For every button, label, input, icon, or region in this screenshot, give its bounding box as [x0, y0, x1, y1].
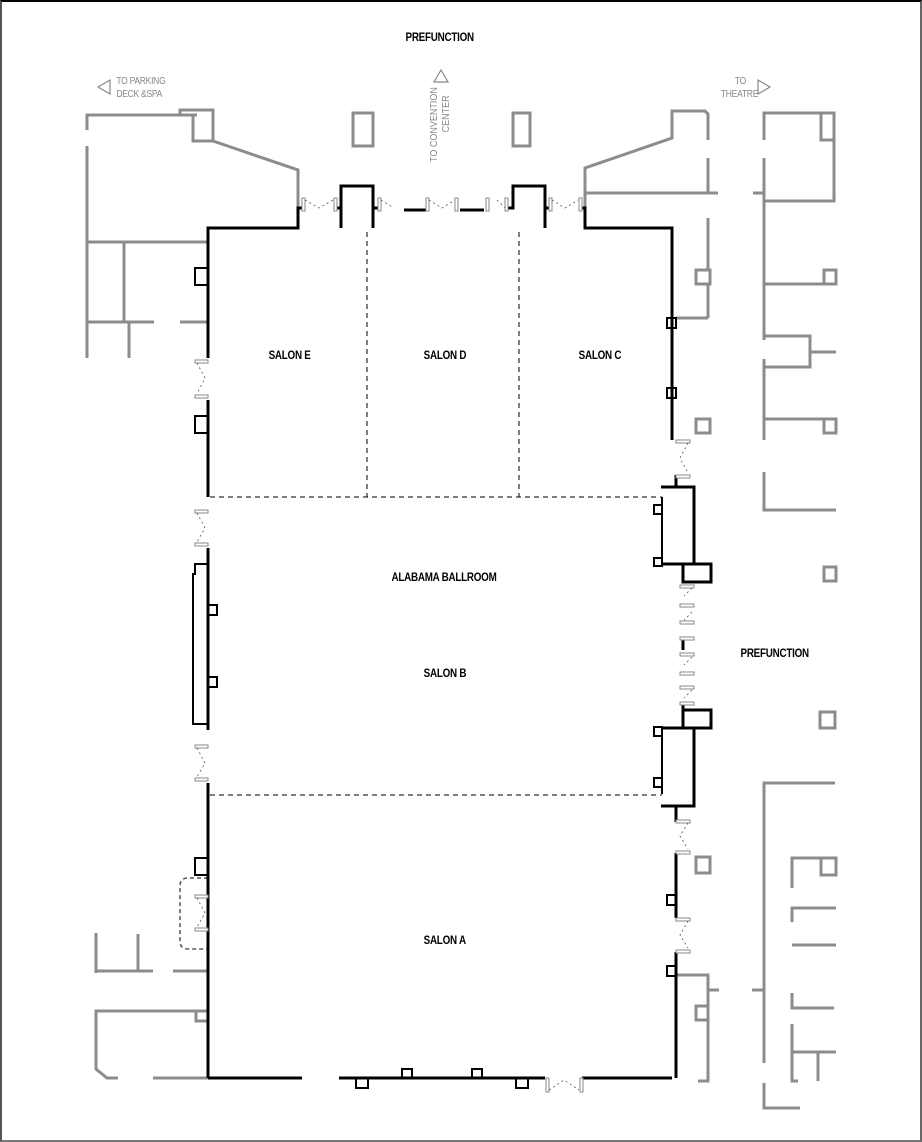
to-parking-line1: TO PARKING — [116, 76, 166, 87]
to-parking-line2: DECK &SPA — [116, 89, 163, 100]
to-theatre-label[interactable]: TO THEATRE — [720, 75, 759, 101]
right-upper-building — [583, 109, 838, 730]
to-parking-label[interactable]: TO PARKING DECK &SPA — [116, 75, 165, 101]
right-lower-building — [676, 781, 838, 1110]
left-arrow-icon — [96, 78, 111, 96]
to-convention-line1: TO CONVENTION — [429, 87, 440, 162]
prefunction-top-label: PREFUNCTION — [405, 30, 475, 44]
prefunction-right-label: PREFUNCTION — [740, 646, 810, 660]
pillar-left — [351, 111, 375, 148]
airwall-partitions — [210, 232, 662, 796]
salon-a-label: SALON A — [423, 933, 466, 947]
left-lower-building — [94, 877, 208, 1080]
to-convention-line2: CENTER — [441, 95, 452, 133]
doors[interactable] — [194, 197, 695, 1093]
ballroom-walls — [192, 184, 713, 1089]
to-theatre-line1: TO — [734, 76, 746, 87]
salon-e-label: SALON E — [268, 348, 311, 362]
left-upper-building — [85, 108, 300, 358]
pillar-right — [511, 111, 532, 148]
to-theatre-line2: THEATRE — [720, 89, 759, 100]
salon-c-label: SALON C — [578, 348, 622, 362]
right-arrow-icon — [757, 78, 772, 96]
up-arrow-icon — [432, 68, 450, 83]
alabama-ballroom-label: ALABAMA BALLROOM — [391, 570, 497, 584]
to-convention-label[interactable]: TO CONVENTION CENTER — [429, 87, 453, 162]
salon-b-label: SALON B — [423, 666, 467, 680]
salon-d-label: SALON D — [423, 348, 467, 362]
